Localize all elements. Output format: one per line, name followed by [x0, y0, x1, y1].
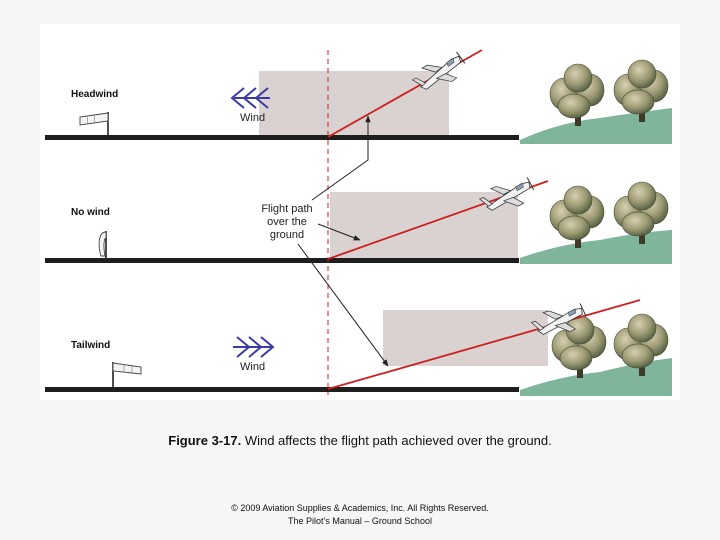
caption-text: Wind affects the flight path achieved ov… [241, 433, 552, 448]
flight-path-line [327, 299, 641, 390]
windsock-limp-icon [98, 231, 107, 259]
runway [45, 387, 519, 392]
ground-distance-box [383, 310, 548, 366]
windsock-icon [112, 362, 142, 388]
row-label: Tailwind [71, 340, 110, 351]
no-wind-row: No wind [45, 174, 672, 264]
copyright-footer: © 2009 Aviation Supplies & Academics, In… [0, 502, 720, 528]
runway [45, 258, 519, 263]
callout-pointer [297, 243, 389, 367]
wind-arrow-right-icon [233, 336, 275, 358]
wind-label: Wind [240, 112, 265, 124]
callout-pointer [311, 115, 371, 201]
figure-caption: Figure 3-17. Wind affects the flight pat… [0, 433, 720, 448]
headwind-row: Headwind Wind [45, 48, 672, 144]
book-title-line: The Pilot’s Manual – Ground School [288, 516, 432, 526]
wind-arrow-left-icon [230, 87, 270, 109]
tailwind-row: Tailwind Wind [45, 299, 672, 396]
callout-pointer [317, 223, 361, 241]
callout-line-3: ground [270, 229, 304, 241]
terrain [520, 108, 672, 144]
terrain [520, 230, 672, 264]
row-label: Headwind [71, 89, 118, 100]
callout-line-2: over the [267, 216, 307, 228]
figure-number: Figure 3-17. [168, 433, 242, 448]
copyright-line: © 2009 Aviation Supplies & Academics, In… [231, 503, 489, 513]
wind-label: Wind [240, 361, 265, 373]
flight-path-callout: Flight path over the ground [261, 115, 389, 367]
callout-line-1: Flight path [261, 203, 312, 215]
windsock-icon [79, 112, 109, 136]
row-label: No wind [71, 207, 110, 218]
runway [45, 135, 519, 140]
